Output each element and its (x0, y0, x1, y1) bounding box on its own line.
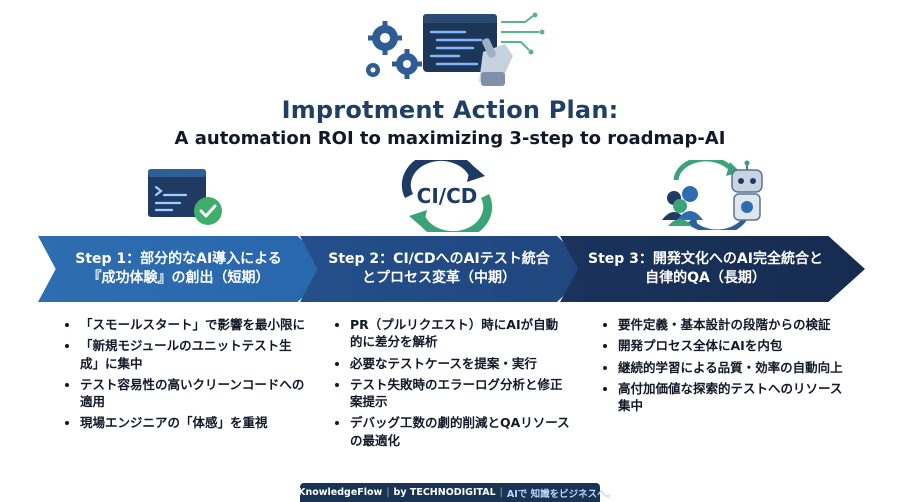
list-item: 「新規モジュールのユニットテスト生成」に集中 (80, 337, 305, 372)
list-item: PR（プルリクエスト）時にAIが自動的に差分を解析 (350, 316, 570, 351)
step1-arrow: Step 1：部分的なAI導入による『成功体験』の創出（短期） (38, 236, 333, 302)
page-title: Improtment Action Plan: (281, 96, 619, 124)
ci-cd-loop-icon: CI/CD (401, 151, 493, 241)
list-item: 要件定義・基本設計の段階からの検証 (618, 316, 843, 333)
list-item: 現場エンジニアの「体感」を重視 (80, 414, 305, 431)
step3-list: 要件定義・基本設計の段階からの検証 開発プロセス全体にAIを内包 継続的学習によ… (598, 316, 843, 418)
page-subtitle: A automation ROI to maximizing 3-step to… (174, 128, 726, 149)
list-item: デバッグ工数の劇的削減とQAリソースの最適化 (350, 414, 570, 449)
list-item: 必要なテストケースを提案・実行 (350, 355, 570, 372)
list-item: 「スモールスタート」で影響を最小限に (80, 316, 305, 333)
list-item: 継続的学習による品質・効率の自動向上 (618, 359, 843, 376)
list-item: テスト容易性の高いクリーンコードへの適用 (80, 376, 305, 411)
top-illustration (345, 8, 555, 88)
gears-code-robot-hand-icon (366, 12, 545, 86)
code-window-check-icon (148, 169, 222, 225)
footer-by: by TECHNODIGITAL (393, 487, 496, 498)
footer-separator: | (499, 487, 503, 498)
step2-list: PR（プルリクエスト）時にAIが自動的に差分を解析 必要なテストケースを提案・実… (330, 316, 570, 453)
footer-tagline: AIで 知識をビジネスへ。 (506, 488, 617, 500)
ci-cd-label: CI/CD (417, 184, 478, 208)
list-item: 開発プロセス全体にAIを内包 (618, 337, 843, 354)
step3-illustration (650, 156, 775, 235)
list-item: テスト失敗時のエラーログ分析と修正案提示 (350, 376, 570, 411)
step2-arrow: Step 2：CI/CDへのAIテスト統合とプロセス変革（中期） (300, 236, 592, 302)
list-item: 高付加価値な探索的テストへのリソース集中 (618, 380, 843, 415)
footer-bar: AI KnowledgeFlow | by TECHNODIGITAL | AI… (284, 483, 616, 502)
step1-label: Step 1：部分的なAI導入による『成功体験』の創出（短期） (75, 251, 282, 286)
step1-illustration (146, 165, 226, 229)
step1-list: 「スモールスタート」で影響を最小限に 「新規モジュールのユニットテスト生成」に集… (60, 316, 305, 436)
step2-illustration: CI/CD (385, 151, 510, 241)
step3-label: Step 3：開発文化へのAI完全統合と自律的QA（長期） (588, 251, 823, 286)
footer-brand: AI KnowledgeFlow (283, 487, 383, 498)
step3-arrow: Step 3：開発文化へのAI完全統合と自律的QA（長期） (560, 236, 865, 302)
footer-separator: | (386, 487, 390, 498)
step2-label: Step 2：CI/CDへのAIテスト統合とプロセス変革（中期） (328, 251, 550, 286)
team-robot-cycle-icon (662, 156, 763, 235)
